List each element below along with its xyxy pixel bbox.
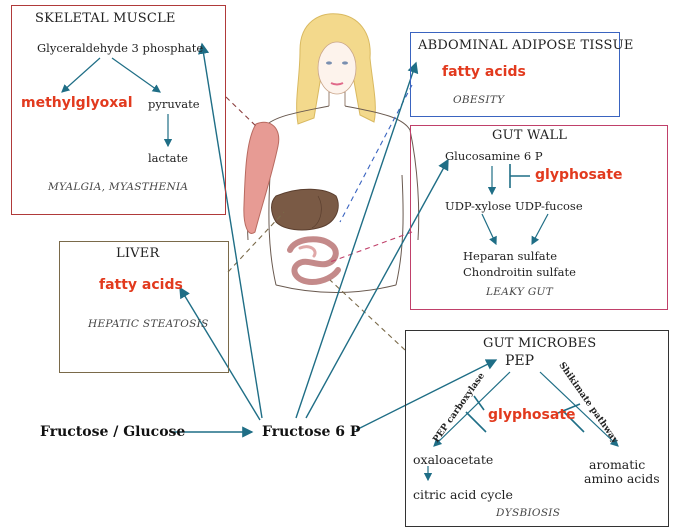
- arrow-f6p-to-muscle: [198, 42, 263, 419]
- adipose-fatty-acids-label: fatty acids: [442, 64, 526, 80]
- muscle-arrows: [61, 57, 173, 148]
- adipose-title: ABDOMINAL ADIPOSE TISSUE: [418, 38, 634, 53]
- arrow-f6p-to-liver: [179, 286, 261, 421]
- udp-fucose-label: UDP-fucose: [515, 199, 583, 213]
- muscle-organ: [243, 121, 280, 234]
- gut-wall-condition-label: LEAKY GUT: [486, 286, 553, 298]
- amino-acids-label: amino acids: [584, 471, 660, 486]
- muscle-condition-label: MYALGIA, MYASTHENIA: [48, 181, 189, 193]
- udp-xylose-label: UDP-xylose: [445, 199, 512, 213]
- adipose-condition-label: OBESITY: [453, 94, 505, 106]
- gut-wall-box: [410, 125, 668, 310]
- glyceraldehyde-label: Glyceraldehyde 3 phosphate: [37, 41, 204, 55]
- gut-wall-glyphosate-label: glyphosate: [535, 167, 623, 183]
- human-figure: [243, 13, 420, 293]
- muscle-methylglyoxal-label: methylglyoxal: [21, 95, 133, 111]
- lactate-label: lactate: [148, 151, 188, 165]
- liver-fatty-acids-label: fatty acids: [99, 277, 183, 293]
- microbes-condition-label: DYSBIOSIS: [496, 507, 561, 519]
- gut-wall-arrows: [481, 166, 549, 246]
- intestine-organ: [287, 236, 341, 286]
- pyruvate-label: pyruvate: [148, 97, 200, 111]
- aromatic-label: aromatic: [589, 457, 646, 472]
- main-arrows: [172, 42, 498, 438]
- pep-label: PEP: [505, 353, 535, 369]
- gut-microbes-title: GUT MICROBES: [483, 336, 597, 351]
- heparan-label: Heparan sulfate: [463, 249, 557, 263]
- gut-wall-inhibition: [509, 164, 530, 188]
- arrow-f6p-to-pep: [355, 359, 498, 431]
- glucosamine-label: Glucosamine 6 P: [445, 149, 543, 163]
- skeletal-muscle-box: [11, 5, 226, 215]
- liver-box: [59, 241, 229, 373]
- liver-condition-label: HEPATIC STEATOSIS: [88, 318, 209, 330]
- liver-title: LIVER: [116, 246, 160, 261]
- microbes-glyphosate-label: glyphosate: [488, 407, 576, 423]
- microbes-inhibition: [465, 395, 585, 433]
- skeletal-muscle-title: SKELETAL MUSCLE: [35, 11, 176, 26]
- citric-acid-cycle-label: citric acid cycle: [413, 487, 513, 502]
- chondroitin-label: Chondroitin sulfate: [463, 265, 576, 279]
- gut-microbes-box: [405, 330, 669, 527]
- liver-organ: [271, 188, 339, 231]
- fructose-glucose-label: Fructose / Glucose: [40, 424, 186, 440]
- arrow-f6p-to-adipose: [295, 61, 419, 419]
- face: [317, 41, 357, 95]
- oxaloacetate-label: oxaloacetate: [413, 452, 494, 467]
- arrow-f6p-to-gut-wall: [305, 158, 449, 419]
- adipose-box: [410, 32, 620, 117]
- gut-wall-title: GUT WALL: [492, 128, 568, 143]
- fructose-6p-label: Fructose 6 P: [262, 424, 361, 440]
- microbes-arrows: [423, 371, 619, 482]
